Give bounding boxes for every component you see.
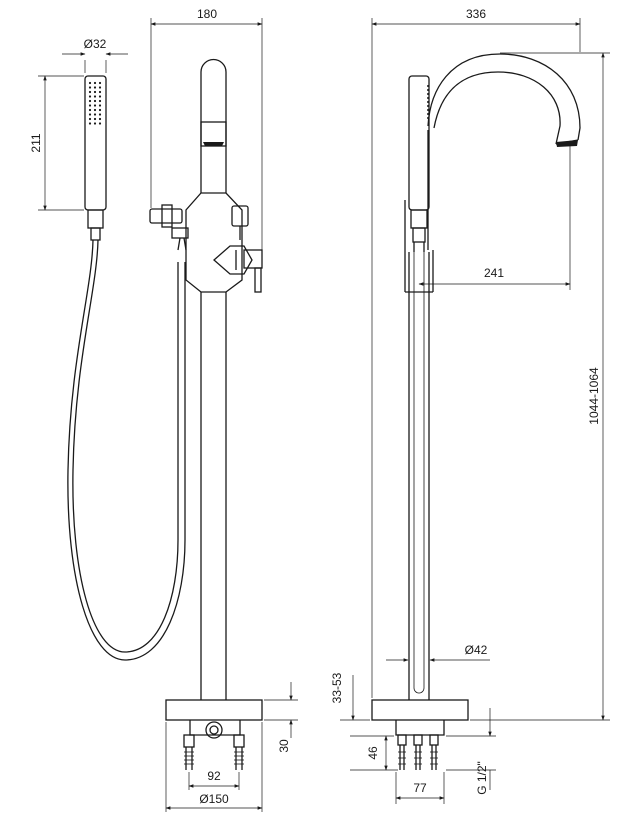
hand-shower (84, 75, 107, 241)
dimension-spacing-92: 92 (188, 769, 240, 790)
dimension-width-336: 336 (371, 7, 581, 698)
shower-nozzle-pattern (88, 81, 102, 125)
dimension-height-211: 211 (29, 75, 84, 211)
dimension-label: G 1/2" (475, 761, 489, 795)
dimension-floor-range: 33-53 (330, 672, 370, 721)
dimension-spout-reach-241: 241 (418, 146, 571, 290)
dimension-label: 211 (29, 133, 43, 152)
dimension-label: 241 (484, 266, 504, 280)
dimension-label: Ø42 (465, 643, 488, 657)
dimension-connection-77: 77 (395, 772, 445, 804)
dimension-label: Ø150 (199, 792, 229, 806)
dimension-label: 1044-1064 (587, 367, 601, 425)
dimension-total-height: 1044-1064 (470, 52, 610, 721)
dimension-label: 77 (413, 781, 427, 795)
side-floor-fittings (395, 720, 445, 770)
dimension-label: 30 (277, 739, 291, 753)
dimension-label: 46 (366, 746, 380, 760)
dimension-label: 92 (207, 769, 221, 783)
dimension-label: 180 (197, 7, 217, 21)
mixer-side-view (371, 53, 581, 770)
dimension-depth-46: 46 (350, 735, 398, 771)
floor-fittings (183, 720, 245, 770)
mixer-front-view (149, 58, 263, 770)
dimension-width-180: 180 (150, 7, 263, 250)
dimension-diameter-42: Ø42 (386, 643, 490, 662)
dimension-thread: G 1/2" (446, 708, 496, 795)
dimension-base-height-30: 30 (264, 682, 298, 753)
shower-hose (67, 239, 186, 661)
dimension-diameter-32: Ø32 (62, 37, 128, 73)
dimension-label: 336 (466, 7, 486, 21)
dimension-diameter-150: Ø150 (165, 722, 263, 812)
dimension-label: Ø32 (84, 37, 107, 51)
dimension-label: 33-53 (330, 672, 344, 703)
